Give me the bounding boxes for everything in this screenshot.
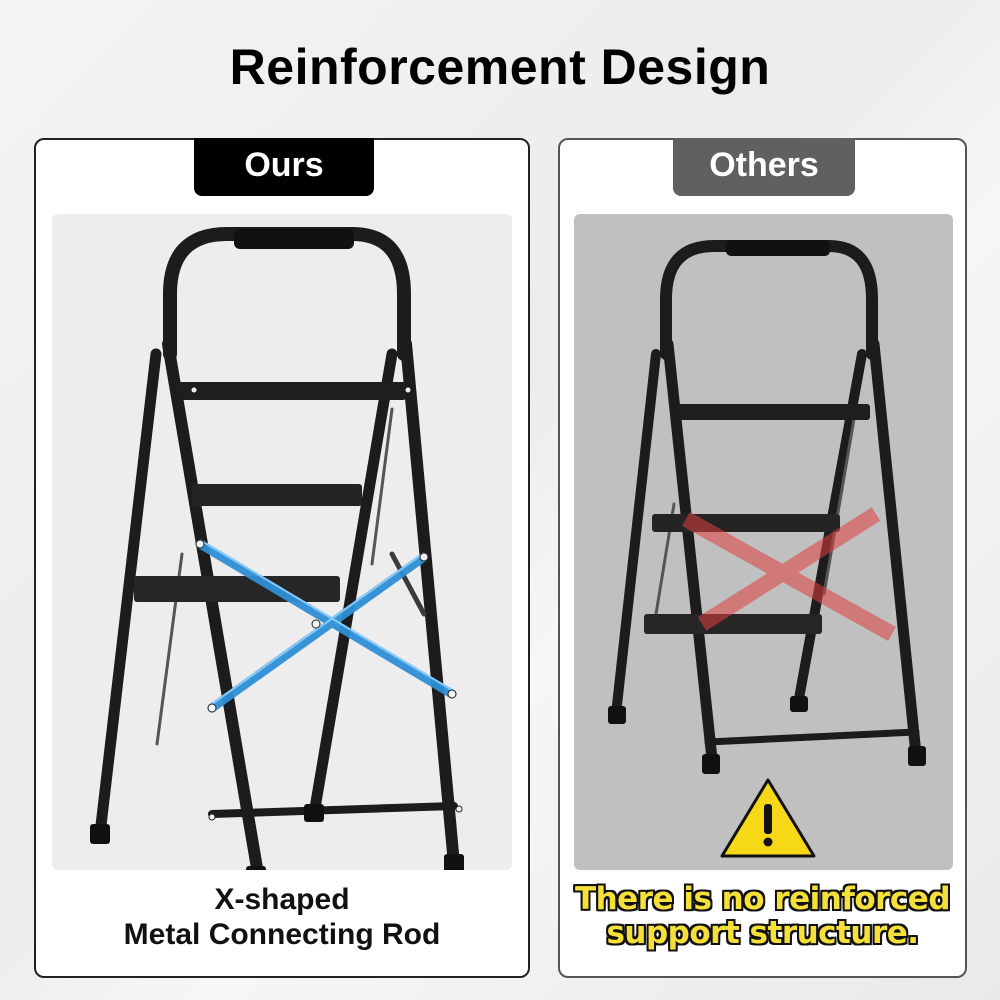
ours-panel: Ours	[34, 138, 530, 978]
ladder-illustration	[90, 227, 464, 870]
warning-triangle-icon	[720, 778, 816, 858]
ours-tab: Ours	[194, 138, 374, 196]
others-caption: There is no reinforced support structure…	[560, 882, 965, 950]
ours-caption: X-shaped Metal Connecting Rod	[36, 882, 528, 952]
others-tab: Others	[673, 138, 855, 196]
ours-ladder-image	[52, 214, 512, 870]
others-caption-line1: There is no reinforced	[574, 881, 951, 917]
ours-caption-line2: Metal Connecting Rod	[123, 918, 441, 951]
ladder-illustration	[608, 240, 926, 858]
page-title: Reinforcement Design	[229, 39, 771, 95]
others-ladder-image	[574, 214, 953, 870]
others-caption-line2: support structure.	[606, 915, 919, 951]
others-panel: Others	[558, 138, 967, 978]
ours-caption-line1: X-shaped	[214, 883, 350, 916]
